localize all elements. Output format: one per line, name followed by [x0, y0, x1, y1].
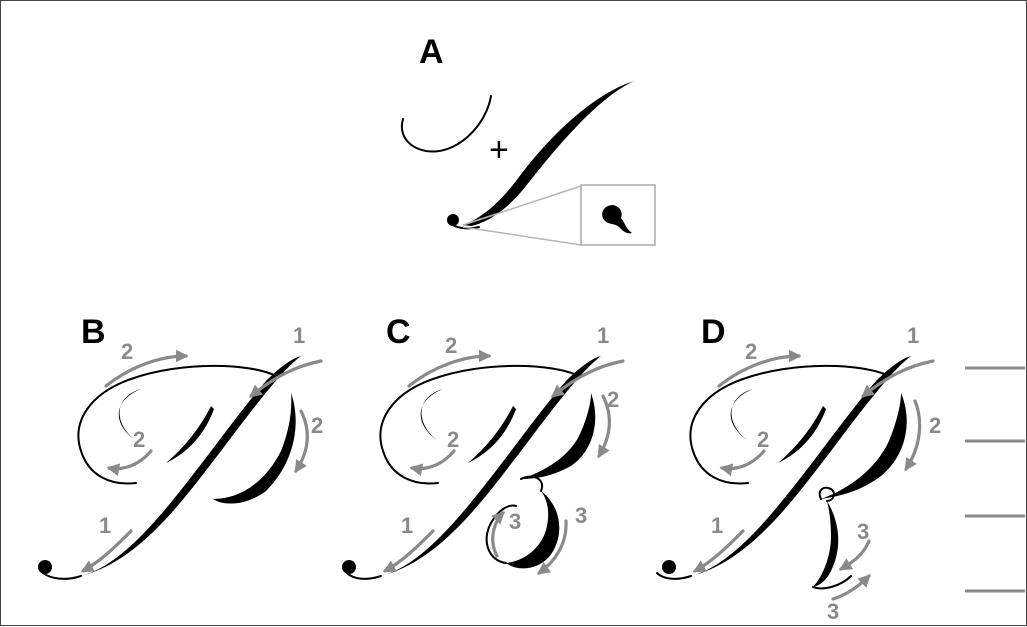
panel-c-number: 2: [607, 387, 619, 412]
panel-b-arrow-2-top: [106, 356, 186, 386]
panel-d-ball-terminal: [662, 560, 676, 574]
panel-a-hairline-stroke: [402, 96, 491, 152]
panel-d-number: 1: [711, 513, 723, 538]
panel-c-number: 2: [447, 427, 459, 452]
panel-d-number: 2: [757, 427, 769, 452]
panel-b-number: 2: [133, 427, 145, 452]
panel-a: A +: [402, 33, 655, 245]
panel-c-label: C: [386, 313, 411, 351]
panel-b-label: B: [81, 313, 106, 351]
panel-c-ball-terminal: [342, 560, 356, 574]
panel-d-arrow-2-top: [719, 356, 799, 386]
panel-c-number: 3: [509, 509, 521, 534]
panel-d-arrow-2-right: [906, 401, 920, 469]
panel-c-number: 1: [597, 323, 609, 348]
panel-b-arrow-2-inner: [109, 451, 151, 469]
guide-lines: [965, 368, 1025, 591]
panel-b-number: 2: [121, 339, 133, 364]
panel-c-arrow-2-top: [409, 356, 489, 386]
panel-a-zoom-line-bottom: [463, 227, 581, 245]
panel-d-leg: [813, 501, 838, 587]
panel-b-arrow-2-right: [296, 411, 307, 471]
panel-b: B 1 2 2 2 1: [38, 313, 323, 579]
panel-d-number: 1: [907, 323, 919, 348]
panel-d-arrow-3-upper: [841, 541, 869, 569]
panel-b-main-stem: [81, 356, 301, 576]
panel-d-arrow-2-inner: [722, 451, 764, 469]
panel-d-stem-tail: [657, 573, 691, 579]
panel-d-number: 3: [827, 599, 839, 624]
panel-b-bowl: [213, 393, 296, 504]
panel-b-number: 1: [293, 323, 305, 348]
panel-b-number: 1: [99, 513, 111, 538]
panel-d-small-loop: [820, 488, 834, 501]
panel-d-label: D: [701, 313, 726, 351]
panel-c: C 1 2 2 2 1 3 3: [342, 313, 623, 579]
panel-b-number: 2: [311, 413, 323, 438]
panel-d-loop-shade: [731, 389, 753, 441]
panel-c-number: 1: [401, 513, 413, 538]
panel-c-number: 3: [575, 503, 587, 528]
panel-c-loop-shade: [421, 389, 443, 441]
panel-b-inner-shade: [166, 406, 214, 463]
panel-d-number: 3: [857, 519, 869, 544]
panel-a-plus-sign: +: [489, 131, 509, 169]
panel-c-number: 2: [445, 333, 457, 358]
panel-d-arrow-3-lower: [833, 576, 869, 599]
panel-c-stem-tail: [347, 573, 381, 579]
panel-d-number: 2: [929, 413, 941, 438]
panel-b-ball-terminal: [38, 560, 52, 574]
panel-d: D 1 2 2 2 1 3 3: [657, 313, 941, 624]
panel-b-stem-tail: [43, 573, 81, 579]
panel-a-label: A: [419, 33, 444, 71]
panel-c-arrow-2-inner: [412, 451, 454, 469]
panel-a-zoom-line-top: [463, 186, 581, 225]
panel-d-number: 2: [745, 339, 757, 364]
